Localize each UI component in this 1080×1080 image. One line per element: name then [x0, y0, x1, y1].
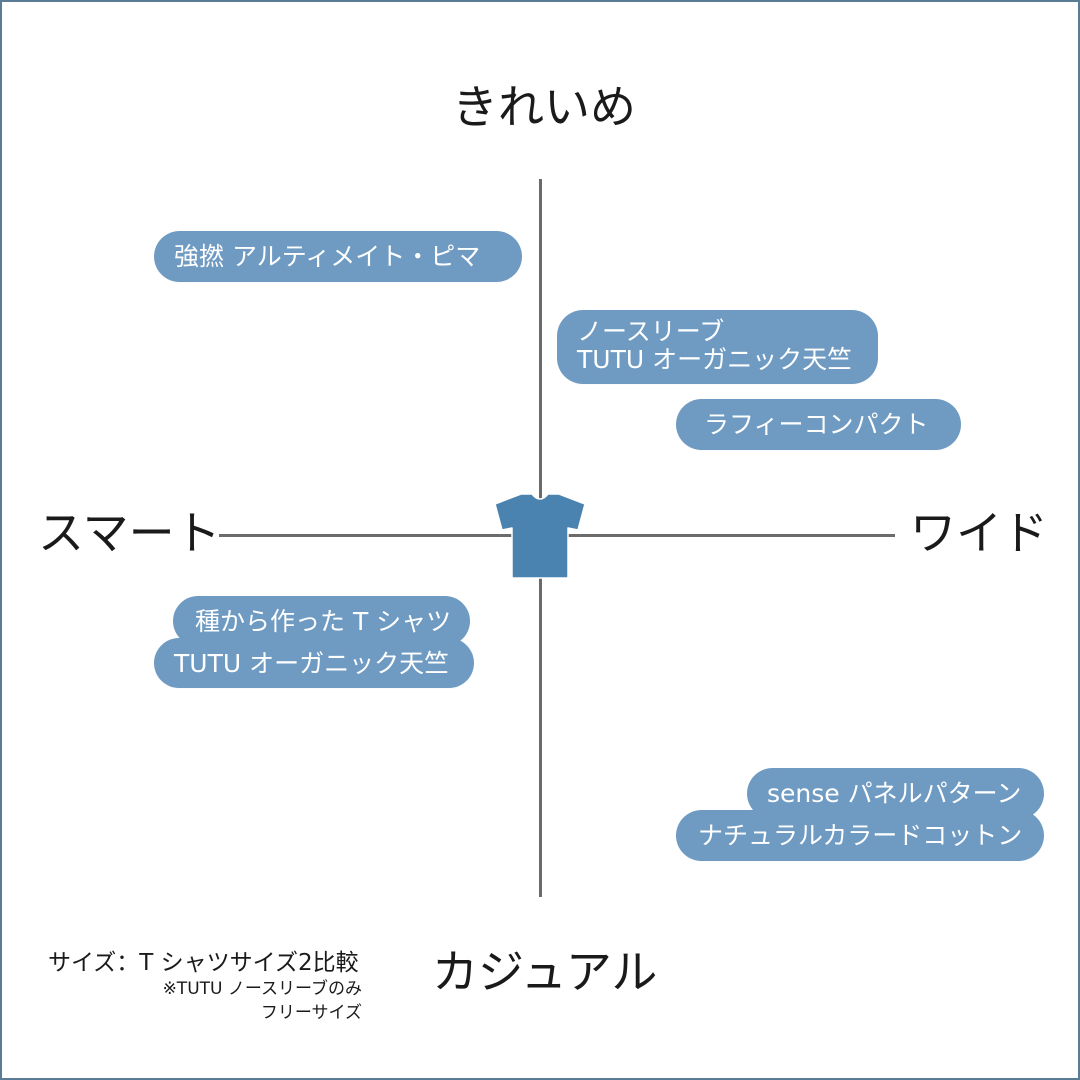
product-label: sense パネルパターン — [767, 779, 1022, 808]
axis-label-top: きれいめ — [452, 80, 636, 134]
axis-label-right: ワイド — [910, 506, 1048, 560]
product-label: ラフィーコンパクト — [704, 410, 929, 439]
product-label: TUTU オーガニック天竺 — [577, 345, 853, 374]
product-label: TUTU オーガニック天竺 — [174, 649, 450, 678]
size-footnote-line: フリーサイズ — [260, 1003, 362, 1023]
axis-label-left: スマート — [38, 506, 221, 560]
product-pill: ラフィーコンパクト — [676, 399, 961, 450]
axis-label-bottom: カジュアル — [432, 945, 658, 999]
product-label: ナチュラルカラードコットン — [698, 821, 1023, 850]
product-pill: 強撚 アルティメイト・ピマ — [154, 231, 522, 282]
product-pill: TUTU オーガニック天竺 — [154, 638, 474, 688]
size-footnote: ※TUTU ノースリーブのみ フリーサイズ — [163, 977, 362, 1025]
product-pill: ナチュラルカラードコットン — [676, 810, 1044, 861]
product-label: ノースリーブ — [577, 317, 725, 346]
t-shirt-icon — [494, 493, 586, 579]
product-pill: ノースリーブ TUTU オーガニック天竺 — [557, 310, 878, 384]
product-pill: 種から作った T シャツ — [173, 596, 470, 646]
size-footnote-line: ※TUTU ノースリーブのみ — [162, 979, 362, 999]
product-label: 強撚 アルティメイト・ピマ — [174, 242, 481, 271]
product-label: 種から作った T シャツ — [195, 607, 452, 636]
size-note: サイズ：T シャツサイズ2比較 — [48, 950, 359, 976]
